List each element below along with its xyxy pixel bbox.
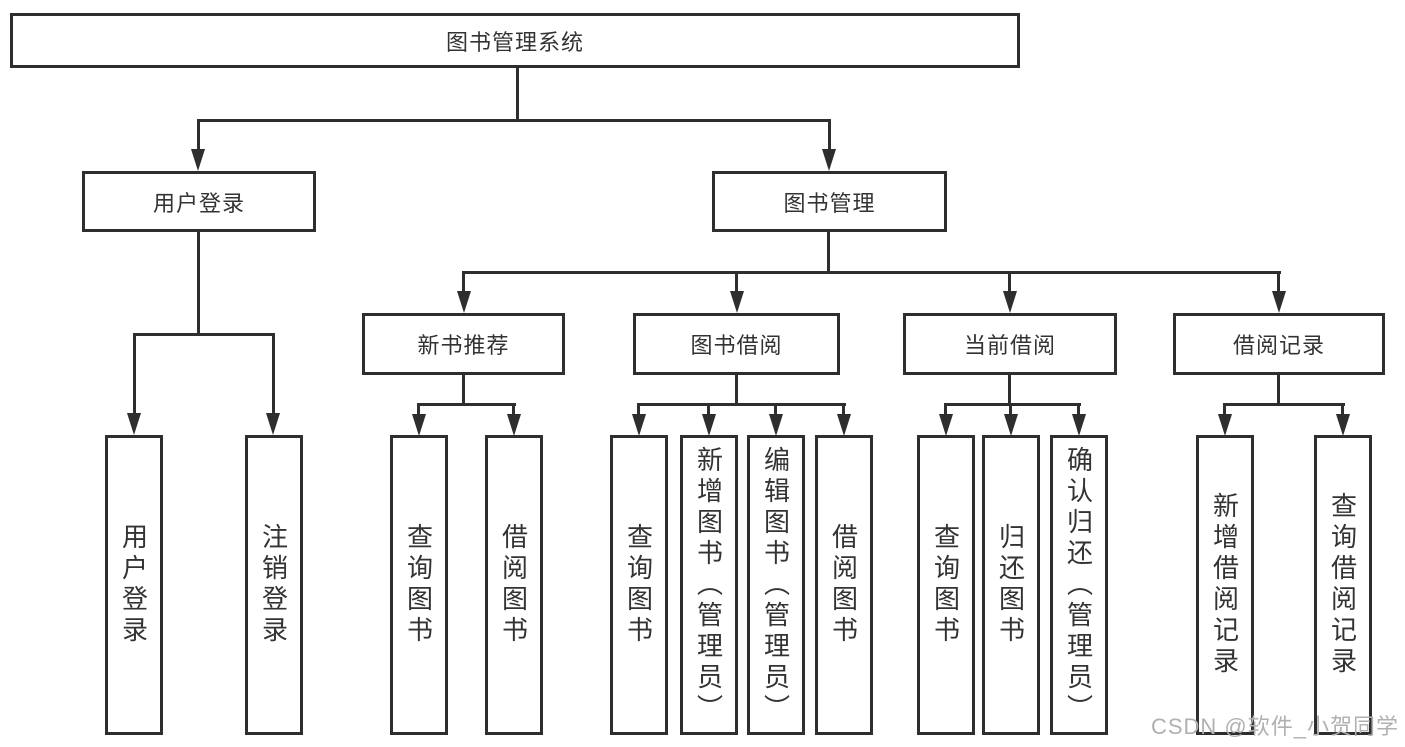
connector-line <box>637 403 640 415</box>
connector-line <box>197 232 200 336</box>
connector-line <box>1223 403 1226 415</box>
connector-line <box>1008 375 1011 405</box>
leaf-user-login: 用户登录 <box>105 435 163 735</box>
connector-line <box>516 68 519 121</box>
connector-line <box>827 232 830 274</box>
leaf-edit-books-admin: 编辑图书（管理员） <box>747 435 805 735</box>
arrow-down-icon <box>507 414 521 436</box>
leaf-return-books: 归还图书 <box>982 435 1040 735</box>
connector-line <box>1277 271 1280 291</box>
arrow-down-icon <box>266 413 280 435</box>
node-new-book-recommend: 新书推荐 <box>362 313 565 375</box>
connector-line <box>462 271 465 291</box>
arrow-down-icon <box>730 291 744 313</box>
arrow-down-icon <box>632 414 646 436</box>
leaf-query-borrow-record: 查询借阅记录 <box>1314 435 1372 735</box>
connector-line <box>1277 375 1280 405</box>
leaf-logout: 注销登录 <box>245 435 303 735</box>
leaf-borrow-books: 借阅图书 <box>815 435 873 735</box>
arrow-down-icon <box>769 414 783 436</box>
arrow-down-icon <box>1003 291 1017 313</box>
connector-line <box>828 119 831 151</box>
connector-line <box>417 403 420 415</box>
connector-line <box>944 403 1081 406</box>
arrow-down-icon <box>1004 414 1018 436</box>
arrow-down-icon <box>939 414 953 436</box>
connector-line <box>272 333 275 413</box>
connector-line <box>197 119 200 151</box>
csdn-watermark: CSDN @软件_小贺同学 <box>1150 714 1399 739</box>
leaf-confirm-return-admin: 确认归还（管理员） <box>1050 435 1108 735</box>
connector-line <box>944 403 947 415</box>
connector-line <box>774 403 777 415</box>
arrow-down-icon <box>191 149 205 171</box>
leaf-query-books: 查询图书 <box>610 435 668 735</box>
node-current-borrow: 当前借阅 <box>903 313 1117 375</box>
connector-line <box>197 119 831 122</box>
connector-line <box>1009 403 1012 415</box>
arrow-down-icon <box>702 414 716 436</box>
node-root: 图书管理系统 <box>10 13 1020 68</box>
arrow-down-icon <box>127 413 141 435</box>
arrow-down-icon <box>1272 291 1286 313</box>
leaf-borrow-books: 借阅图书 <box>485 435 543 735</box>
arrow-down-icon <box>1072 414 1086 436</box>
arrow-down-icon <box>837 414 851 436</box>
arrow-down-icon <box>1336 414 1350 436</box>
arrow-down-icon <box>412 414 426 436</box>
node-book-management: 图书管理 <box>712 171 947 232</box>
leaf-query-books: 查询图书 <box>390 435 448 735</box>
connector-line <box>707 403 710 415</box>
arrow-down-icon <box>822 149 836 171</box>
leaf-add-books-admin: 新增图书（管理员） <box>680 435 738 735</box>
connector-line <box>462 271 1281 274</box>
connector-line <box>512 403 515 415</box>
connector-line <box>1223 403 1345 406</box>
node-borrow-record: 借阅记录 <box>1173 313 1385 375</box>
arrow-down-icon <box>1218 414 1232 436</box>
connector-line <box>735 375 738 405</box>
connector-line <box>637 403 846 406</box>
leaf-add-borrow-record: 新增借阅记录 <box>1196 435 1254 735</box>
connector-line <box>417 403 516 406</box>
node-book-borrow: 图书借阅 <box>633 313 840 375</box>
connector-line <box>1008 271 1011 291</box>
node-user-login: 用户登录 <box>82 171 316 232</box>
connector-line <box>462 375 465 405</box>
connector-line <box>735 271 738 291</box>
connector-line <box>1077 403 1080 415</box>
arrow-down-icon <box>457 291 471 313</box>
leaf-query-books: 查询图书 <box>917 435 975 735</box>
connector-line <box>842 403 845 415</box>
connector-line <box>133 333 275 336</box>
connector-line <box>1341 403 1344 415</box>
connector-line <box>133 333 136 413</box>
